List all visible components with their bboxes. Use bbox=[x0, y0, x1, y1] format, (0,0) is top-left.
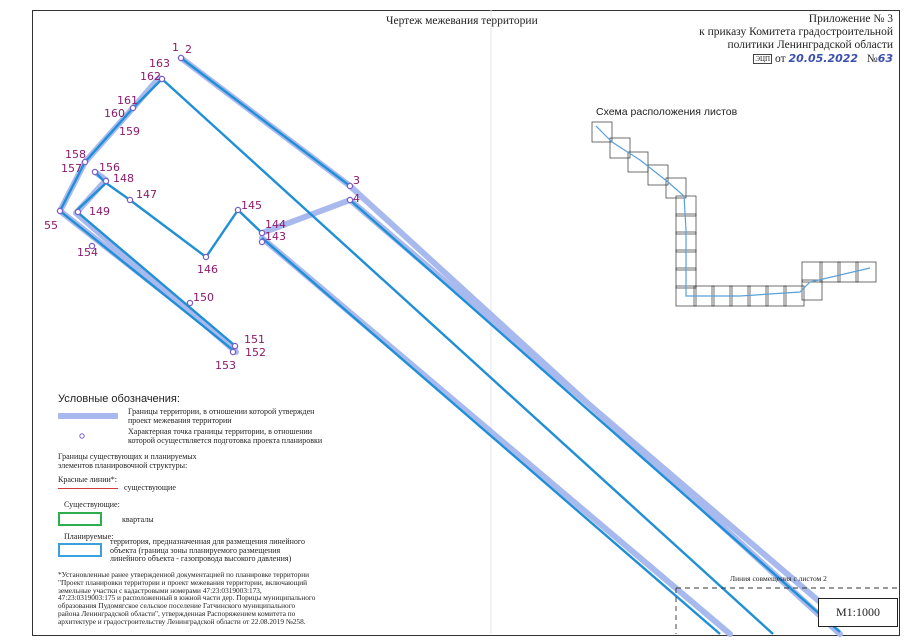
point-label-143: 143 bbox=[265, 230, 286, 243]
point-label-3: 3 bbox=[353, 174, 360, 187]
point-label-4: 4 bbox=[353, 192, 360, 205]
point-label-160: 160 bbox=[104, 107, 125, 120]
legend-point-text: Характерная точка границы территории, в … bbox=[128, 427, 323, 445]
legend-blocks-swatch bbox=[58, 512, 102, 526]
point-label-159: 159 bbox=[119, 125, 140, 138]
point-label-145: 145 bbox=[241, 199, 262, 212]
point-label-154: 154 bbox=[77, 246, 98, 259]
point-label-55: 55 bbox=[44, 219, 58, 232]
appendix-line-1: Приложение № 3 bbox=[808, 13, 893, 25]
legend-borders-heading: Границы существующих и планируемых элеме… bbox=[58, 452, 197, 470]
join-line bbox=[675, 587, 898, 634]
point-label-151: 151 bbox=[244, 333, 265, 346]
point-label-161: 161 bbox=[117, 94, 138, 107]
point-label-150: 150 bbox=[193, 291, 214, 304]
point-label-158: 158 bbox=[65, 148, 86, 161]
appendix-block: Приложение № 3 к приказу Комитета градос… bbox=[699, 13, 893, 66]
legend-point-icon bbox=[79, 433, 85, 439]
date-value: 20.05.2022 bbox=[788, 52, 859, 65]
number-value: 63 bbox=[877, 52, 893, 65]
zone-line-2 bbox=[349, 199, 841, 633]
scale-box: М1:1000 bbox=[818, 598, 898, 627]
signature-stamp: ЭЦП bbox=[753, 54, 773, 65]
legend-planned-heading: Планируемые: bbox=[64, 532, 114, 541]
point-label-149: 149 bbox=[89, 205, 110, 218]
join-line-label: Линия совмещения с листом 2 bbox=[730, 574, 827, 583]
point-label-152: 152 bbox=[245, 346, 266, 359]
zone-line-1 bbox=[180, 57, 351, 187]
legend-linear-swatch bbox=[58, 543, 102, 557]
legend-linear-text: территория, предназначенная для размещен… bbox=[110, 537, 306, 563]
drawing-sheet bbox=[32, 10, 900, 636]
zone-line-3 bbox=[161, 78, 774, 635]
point-label-157: 157 bbox=[61, 162, 82, 175]
drawing-title: Чертеж межевания территории bbox=[386, 15, 538, 27]
legend-footnote: *Установленные ранее утвержденной докуме… bbox=[58, 570, 316, 626]
zone-line-6 bbox=[105, 182, 263, 259]
point-label-163: 163 bbox=[149, 57, 170, 70]
point-label-144: 144 bbox=[265, 218, 286, 231]
zone-line-7 bbox=[261, 237, 721, 635]
point-label-1: 1 bbox=[172, 41, 179, 54]
legend-blocks-text: кварталы bbox=[122, 515, 154, 524]
legend-boundary-swatch bbox=[58, 413, 118, 419]
char-points bbox=[56, 54, 354, 356]
point-label-146: 146 bbox=[197, 263, 218, 276]
point-label-2: 2 bbox=[185, 43, 192, 56]
appendix-line-3: политики Ленинградской области bbox=[727, 39, 893, 51]
point-label-153: 153 bbox=[215, 359, 236, 372]
legend-boundary-text: Границы территории, в отношении которой … bbox=[128, 407, 315, 425]
sheet-scheme bbox=[591, 121, 877, 307]
scheme-title: Схема расположения листов bbox=[596, 106, 738, 118]
zone-line-5 bbox=[74, 171, 234, 345]
point-label-156: 156 bbox=[99, 161, 120, 174]
number-prefix: № bbox=[866, 53, 878, 65]
date-prefix: от bbox=[774, 53, 786, 65]
appendix-date-line: ЭЦП от 20.05.2022 №63 bbox=[699, 52, 893, 66]
legend-existing-heading: Существующие: bbox=[64, 500, 120, 509]
point-label-148: 148 bbox=[113, 172, 134, 185]
legend-red-swatch bbox=[58, 488, 118, 489]
legend-red-heading: Красные линии*: bbox=[58, 475, 117, 484]
appendix-line-2: к приказу Комитета градостроительной bbox=[699, 26, 893, 38]
point-label-147: 147 bbox=[136, 188, 157, 201]
scheme-route bbox=[595, 125, 871, 297]
legend-red-existing: существующие bbox=[124, 483, 176, 492]
legend-title: Условные обозначения: bbox=[58, 393, 180, 405]
point-label-162: 162 bbox=[140, 70, 161, 83]
